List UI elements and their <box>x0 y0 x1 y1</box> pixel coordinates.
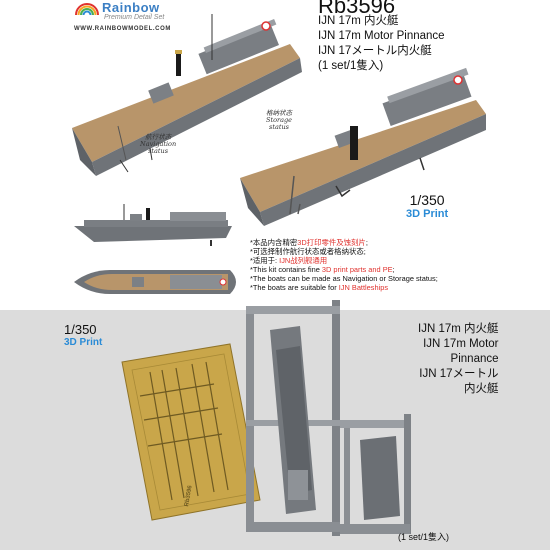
title-line: IJN 17メートル内火艇 <box>318 45 432 57</box>
title-line: IJN 17m Motor <box>423 338 499 350</box>
bottom-titles: IJN 17m 内火艇 IJN 17m Motor Pinnance IJN 1… <box>418 322 499 397</box>
title-line: IJN 17m 内火艇 <box>318 15 399 27</box>
boat-navigation <box>72 14 302 176</box>
boat-side-profile <box>74 204 232 246</box>
note-line: *可选择制作航行状态或者格纳状态; <box>250 247 366 256</box>
storage-status-label: 格纳状态 Storage status <box>266 109 292 131</box>
boat-top-view <box>74 270 236 294</box>
kit-notes: *本品内含精密3D打印零件及蚀刻片; *可选择制作航行状态或者格纳状态; *适用… <box>250 238 438 292</box>
rainbow-logo: Rainbow Premium Detail Set <box>74 0 184 34</box>
scale-bottom: 1/350 3D Print <box>64 322 102 348</box>
title-line: IJN 17m Motor Pinnance <box>318 30 445 42</box>
scale-tech: 3D Print <box>406 208 449 220</box>
title-line: Pinnance <box>450 353 499 365</box>
product-titles: IJN 17m 内火艇 IJN 17m Motor Pinnance IJN 1… <box>318 14 445 74</box>
brand-tagline: Premium Detail Set <box>104 14 165 21</box>
title-line: IJN 17m 内火艇 <box>418 323 499 335</box>
title-line: (1 set/1隻入) <box>318 60 384 72</box>
note-line: *本品内含精密3D打印零件及蚀刻片; <box>250 238 368 247</box>
scale-tech-bottom: 3D Print <box>64 337 103 348</box>
note-line: *The boats can be made as Navigation or … <box>250 274 438 283</box>
brand-site: WWW.RAINBOWMODEL.COM <box>74 26 171 32</box>
resin-print-frames <box>246 300 411 536</box>
product-code: Rb3596 <box>318 0 396 18</box>
navigation-status-label: 航行状态 Navigation status <box>140 133 177 155</box>
note-line: *适用于: IJN战列舰通用 <box>250 256 328 265</box>
scale-ratio-bottom: 1/350 <box>64 322 97 337</box>
title-line: 内火艇 <box>464 383 499 395</box>
boat-storage <box>240 67 486 226</box>
scale-top: 1/350 3D Print <box>406 192 448 220</box>
title-line: IJN 17メートル <box>419 368 499 380</box>
set-count-bottom: (1 set/1隻入) <box>398 532 450 542</box>
note-line: *This kit contains fine 3D print parts a… <box>250 265 395 274</box>
brand-name: Rainbow <box>102 0 160 15</box>
rainbow-icon <box>75 3 99 16</box>
note-line: *The boats are suitable for IJN Battlesh… <box>250 283 389 292</box>
scale-ratio: 1/350 <box>409 192 445 208</box>
